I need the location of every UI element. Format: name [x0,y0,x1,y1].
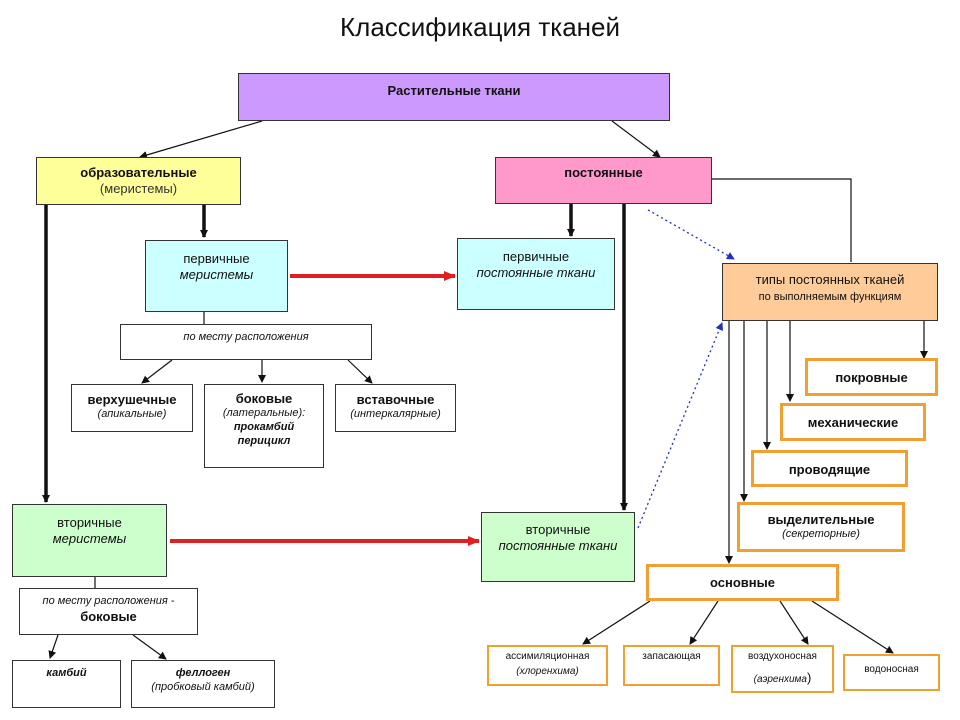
edge-loc-apical [141,359,173,384]
conducting-node: проводящие [751,450,908,487]
assimilation-sub: (хлоренхима) [516,665,579,677]
aquiferous-node: водоносная [843,654,940,691]
secondary-permanent-line2: постоянные ткани [498,538,618,554]
root-node: Растительные ткани [238,73,670,121]
intercalary-sub: (интеркалярные) [350,408,441,421]
lateral-line4: перицикл [237,434,291,447]
location-secondary-line1: по месту расположения - [42,595,175,607]
secretory-node: выделительные (секреторные) [737,502,905,552]
secondary-meristems-node: вторичные меристемы [12,504,167,577]
meristems-sub: (меристемы) [99,181,178,197]
aquiferous-label: водоносная [864,664,919,675]
aerating-sub: (аэренхима [753,673,807,685]
mechanical-label: механические [807,415,899,430]
secondary-meristems-line1: вторичные [57,515,122,530]
edge-ground-aerating [779,600,809,645]
cambium-node: камбий [12,660,121,708]
meristems-title: образовательные [80,165,197,180]
secretory-sub: (секреторные) [782,528,860,541]
location-secondary-line2: боковые [80,608,137,624]
apical-sub: (апикальные) [97,408,167,421]
edge-ground-aquiferous [811,600,894,654]
primary-permanent-line2: постоянные ткани [476,265,596,281]
edge-permanent-types [712,178,852,262]
edge-blue-secondary-types [637,322,724,529]
edge-ground-assimilation [582,600,651,645]
apical-title: верхушечные [87,392,177,407]
phellogen-sub: (пробковый камбий) [151,680,255,693]
aerating-title: воздухоносная [748,651,817,662]
edge-loc-intercalary [347,359,373,384]
conducting-label: проводящие [788,462,871,477]
aerating-close: ) [806,669,812,685]
location-primary-label: по месту расположения [183,331,309,343]
secretory-title: выделительные [767,512,875,527]
secondary-permanent-line1: вторичные [525,522,591,537]
apical-node: верхушечные (апикальные) [71,384,193,432]
edge-root-permanent [611,120,661,158]
storage-node: запасающая [623,645,720,686]
primary-meristems-node: первичные меристемы [145,240,288,312]
phellogen-title: феллоген [175,667,231,679]
intercalary-node: вставочные (интеркалярные) [335,384,456,432]
ground-label: основные [710,575,775,590]
location-secondary-node: по месту расположения - боковые [19,588,198,635]
page-title: Классификация тканей [340,12,620,42]
storage-label: запасающая [642,651,701,662]
edge-root-meristems [139,120,263,159]
aerating-node: воздухоносная (аэренхима) [731,645,834,693]
lateral-title: боковые [235,391,293,406]
location-primary-node: по месту расположения [120,324,372,360]
secondary-permanent-node: вторичные постоянные ткани [481,512,635,582]
permanent-node: постоянные [495,157,712,204]
types-title: типы постоянных тканей [755,272,905,287]
lateral-line3: прокамбий [233,421,295,433]
intercalary-title: вставочные [356,392,435,407]
lateral-node: боковые (латеральные): прокамбий перицик… [204,384,324,468]
phellogen-node: феллоген (пробковый камбий) [131,660,275,708]
primary-permanent-node: первичные постоянные ткани [457,238,615,310]
edge-blue-to-types [647,209,735,260]
permanent-title: постоянные [564,165,643,180]
primary-permanent-line1: первичные [502,249,570,264]
primary-meristems-line2: меристемы [179,267,254,283]
edge-loc-phellogen [132,634,167,660]
ground-node: основные [646,564,839,601]
meristems-node: образовательные (меристемы) [36,157,241,205]
lateral-sub: (латеральные): [222,407,306,420]
integumentary-node: покровные [805,358,938,396]
types-sub: по выполняемым функциям [758,291,902,304]
primary-meristems-line1: первичные [183,251,250,266]
types-node: типы постоянных тканей по выполняемым фу… [722,263,938,321]
integumentary-label: покровные [835,370,908,385]
root-label: Растительные ткани [387,83,521,98]
edge-loc-cambium [48,634,59,659]
assimilation-title: ассимиляционная [505,651,590,662]
secondary-meristems-line2: меристемы [52,531,127,547]
assimilation-node: ассимиляционная (хлоренхима) [487,645,608,686]
cambium-label: камбий [46,667,87,679]
edge-ground-storage [689,600,719,645]
mechanical-node: механические [780,403,926,441]
